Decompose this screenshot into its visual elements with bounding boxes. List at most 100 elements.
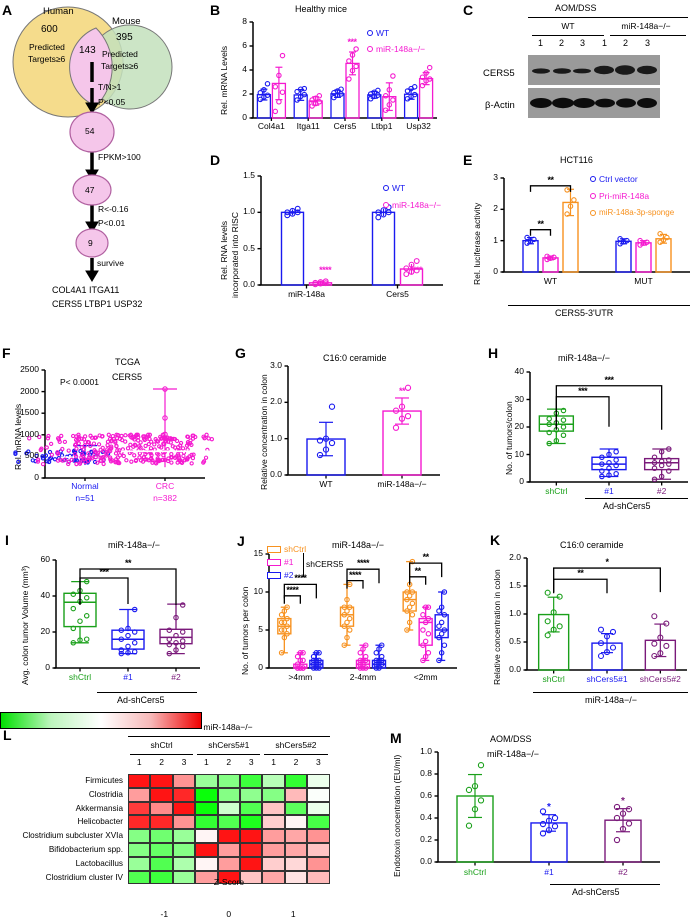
lane-header: 3	[181, 757, 187, 767]
filter-1-line2: P<0.05	[98, 97, 126, 107]
panel-h-group-rule	[585, 498, 688, 500]
significance-mark: ****	[410, 264, 423, 275]
panel-b-legend-wt: WT	[367, 28, 389, 38]
panel-j-title: miR-148a−/−	[332, 540, 385, 550]
panel-e-legend-0: Ctrl vector	[590, 174, 638, 184]
heatmap-cell	[217, 829, 240, 843]
heatmap-cell	[262, 774, 285, 788]
panel-h-label: H	[488, 345, 499, 361]
panel-g-title: C16:0 ceramide	[323, 353, 387, 363]
legend-label-sh2: #2	[284, 570, 294, 580]
filter-3-line1: R<-0.16	[98, 204, 129, 214]
plot-canvas	[249, 21, 437, 121]
significance-mark: *	[547, 801, 551, 813]
significance-mark: **	[577, 568, 584, 579]
legend-dot-pri	[590, 193, 596, 199]
legend-dot-ko	[367, 46, 373, 52]
significance-mark: ****	[294, 573, 307, 584]
panel-j-legend-0: shCtrl	[267, 544, 306, 554]
x-tick-label: shCtrl	[463, 867, 487, 877]
heatmap-cell	[262, 801, 285, 816]
zscore-gradient	[0, 712, 202, 729]
heatmap-cell	[128, 829, 151, 843]
heatmap-cell	[150, 843, 173, 857]
lane-number: 1	[602, 38, 608, 48]
lane-header: 1	[136, 757, 142, 767]
group-rule	[197, 754, 261, 756]
significance-mark: **	[537, 218, 544, 229]
panel-d-legend-ko: miR-148a−/−	[383, 200, 441, 210]
node-54: 54	[85, 126, 95, 136]
y-tick-label: 15	[253, 548, 263, 558]
y-tick-label: 20	[40, 626, 50, 636]
x-tick-label: shCtrl	[545, 486, 568, 496]
heatmap-cell	[128, 787, 151, 802]
plot-canvas	[265, 553, 457, 671]
heatmap-cell	[128, 856, 151, 871]
lane-header: 2	[159, 757, 164, 767]
heatmap-cell	[172, 787, 196, 802]
panel-k: K C16:0 ceramide Relative concentration …	[465, 520, 700, 715]
plot-canvas	[13, 369, 215, 481]
y-tick-label: 2	[242, 88, 247, 98]
blot-label-actin: β-Actin	[485, 100, 515, 111]
panel-k-group-label: miR-148a−/−	[585, 695, 638, 705]
panel-a-label: A	[2, 2, 13, 18]
heatmap-cell	[172, 870, 196, 885]
y-tick-label: 0.6	[420, 790, 432, 800]
y-tick-label: 1.0	[509, 608, 521, 618]
panel-d-legend-wt: WT	[383, 183, 405, 193]
panel-c-group-ko: miR-148a−/−	[612, 21, 680, 31]
heatmap-cell	[240, 870, 263, 885]
y-tick-label: 10	[253, 586, 263, 596]
heatmap-cell	[307, 774, 330, 788]
x-tick-label: Usp32	[406, 121, 431, 131]
panel-l-label: L	[3, 727, 12, 743]
filter-1-line1: T/N>1	[98, 82, 122, 92]
heatmap-cell	[240, 774, 263, 788]
panel-m-title-1: AOM/DSS	[490, 734, 532, 744]
panel-c-title: AOM/DSS	[555, 3, 597, 13]
blot-label-cers5: CERS5	[483, 68, 515, 79]
panel-l-heatmap-grid	[128, 774, 330, 885]
heatmap-cell	[284, 787, 308, 802]
plot-canvas	[284, 365, 440, 479]
significance-mark: *	[621, 795, 625, 807]
heatmap-row-label: Clostridium subcluster XVIa	[22, 831, 123, 841]
x-tick-label: Itga11	[296, 121, 320, 131]
y-tick-label: 2500	[20, 364, 39, 374]
y-tick-label: 0.0	[509, 664, 521, 674]
legend-label-ko: miR-148a−/−	[376, 44, 426, 54]
x-tick-label: #2	[656, 486, 667, 496]
x-tick-label: shCers5#1	[586, 674, 628, 684]
legend-dot-sponge	[590, 209, 596, 216]
y-tick-label: 3.0	[270, 360, 282, 370]
x-tick-label: Col4a1	[257, 121, 285, 131]
x-tick-label: Cers5	[333, 121, 357, 131]
heatmap-cell	[240, 801, 263, 816]
lane-number: 2	[559, 38, 565, 48]
panel-e-group-rule	[508, 305, 690, 307]
venn-overlap-count: 143	[79, 45, 96, 56]
significance-mark: **	[124, 558, 132, 568]
lane-header: 3	[316, 757, 321, 767]
heatmap-cell	[284, 774, 308, 788]
lane-header: 2	[293, 757, 299, 767]
y-tick-label: 2000	[20, 385, 39, 396]
heatmap-cell	[150, 774, 173, 788]
panel-e-legend-1: Pri-miR-148a	[590, 191, 649, 201]
panel-j-legend-brace	[303, 553, 305, 577]
significance-mark: **	[547, 174, 554, 185]
panel-c-group-wt: WT	[561, 21, 575, 31]
venn-mouse-sub1: Predicted	[102, 49, 138, 59]
legend-bar-sh2	[267, 571, 281, 579]
heatmap-cell	[150, 856, 173, 871]
heatmap-row-label: Clostridia	[88, 789, 123, 799]
panel-b-title: Healthy mice	[295, 4, 348, 14]
heatmap-row-label: Bifidobacterium spp.	[48, 845, 123, 854]
heatmap-cell	[150, 801, 173, 816]
heatmap-cell	[262, 815, 285, 830]
heatmap-row-label: Lactobacillus	[75, 858, 123, 868]
